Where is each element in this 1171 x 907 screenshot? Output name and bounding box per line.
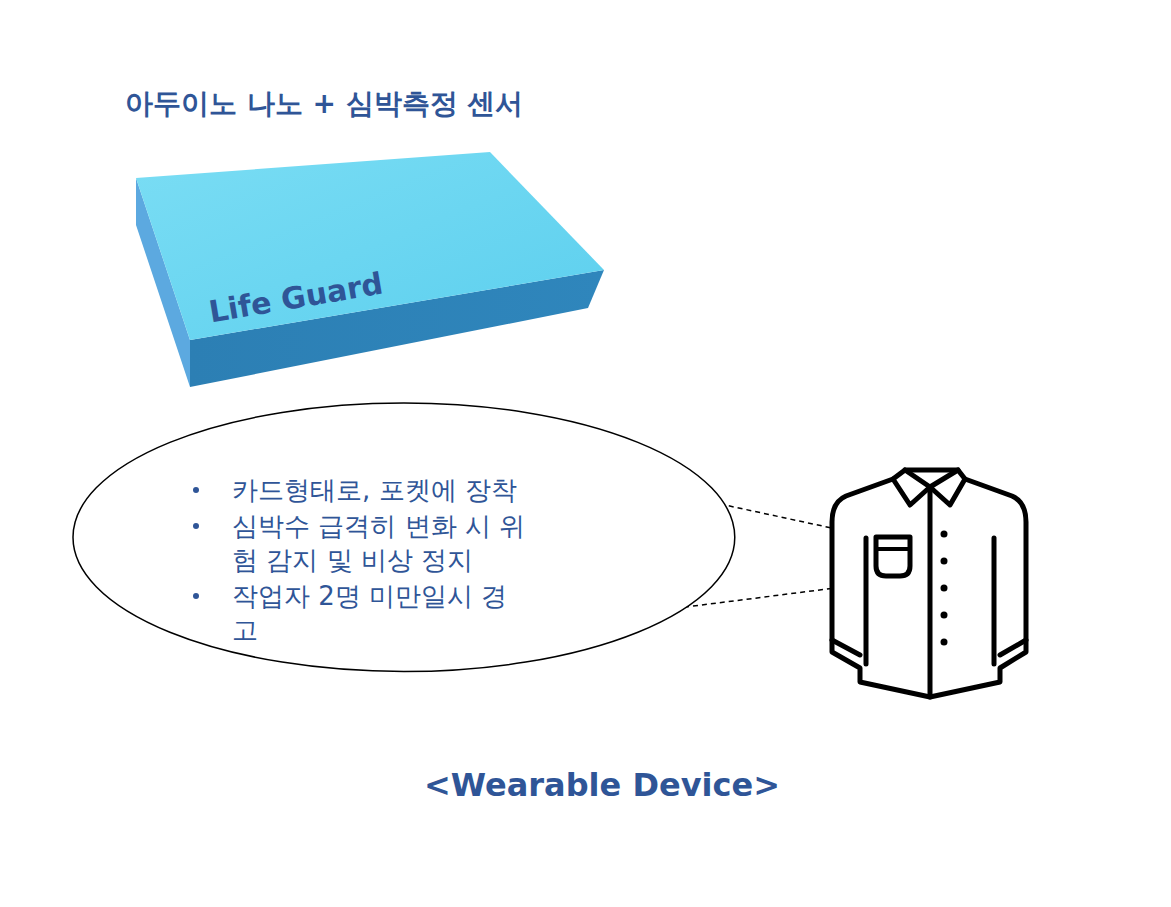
shirt-icon bbox=[832, 470, 1026, 697]
bullet-dot bbox=[193, 487, 199, 493]
cuff-line bbox=[1000, 640, 1026, 655]
bullet-item: 심박수 급격히 변화 시 위험 감지 및 비상 정지 bbox=[232, 509, 532, 577]
button-dot bbox=[941, 531, 948, 538]
callout-ellipse-outline bbox=[73, 403, 735, 672]
bullet-item: 작업자 2명 미만일시 경고 bbox=[232, 579, 532, 647]
callout-ellipse: 카드형태로, 포켓에 장착심박수 급격히 변화 시 위험 감지 및 비상 정지작… bbox=[72, 402, 736, 673]
diagram-caption: <Wearable Device> bbox=[424, 765, 780, 805]
button-dot bbox=[941, 612, 948, 619]
device-card: Life Guard bbox=[136, 152, 604, 387]
bullet-list: 카드형태로, 포켓에 장착심박수 급격히 변화 시 위험 감지 및 비상 정지작… bbox=[232, 473, 532, 649]
placket-line bbox=[928, 487, 933, 697]
sleeve-line bbox=[992, 538, 997, 664]
cuff-line bbox=[832, 640, 860, 655]
collar-line bbox=[905, 470, 958, 487]
button-dot bbox=[941, 639, 948, 646]
shirt-pocket bbox=[876, 537, 910, 576]
bullet-dot bbox=[193, 593, 199, 599]
card-top bbox=[136, 152, 604, 340]
bullet-dot bbox=[193, 523, 199, 529]
sleeve-line bbox=[864, 538, 869, 664]
bullet-item: 카드형태로, 포켓에 장착 bbox=[232, 473, 532, 507]
button-dot bbox=[941, 558, 948, 565]
pocket-flap bbox=[876, 547, 910, 551]
shirt-body bbox=[832, 479, 1026, 697]
button-dot bbox=[941, 585, 948, 592]
shirt-buttons bbox=[941, 531, 948, 646]
diagram-title: 아두이노 나노 + 심박측정 센서 bbox=[125, 86, 523, 122]
